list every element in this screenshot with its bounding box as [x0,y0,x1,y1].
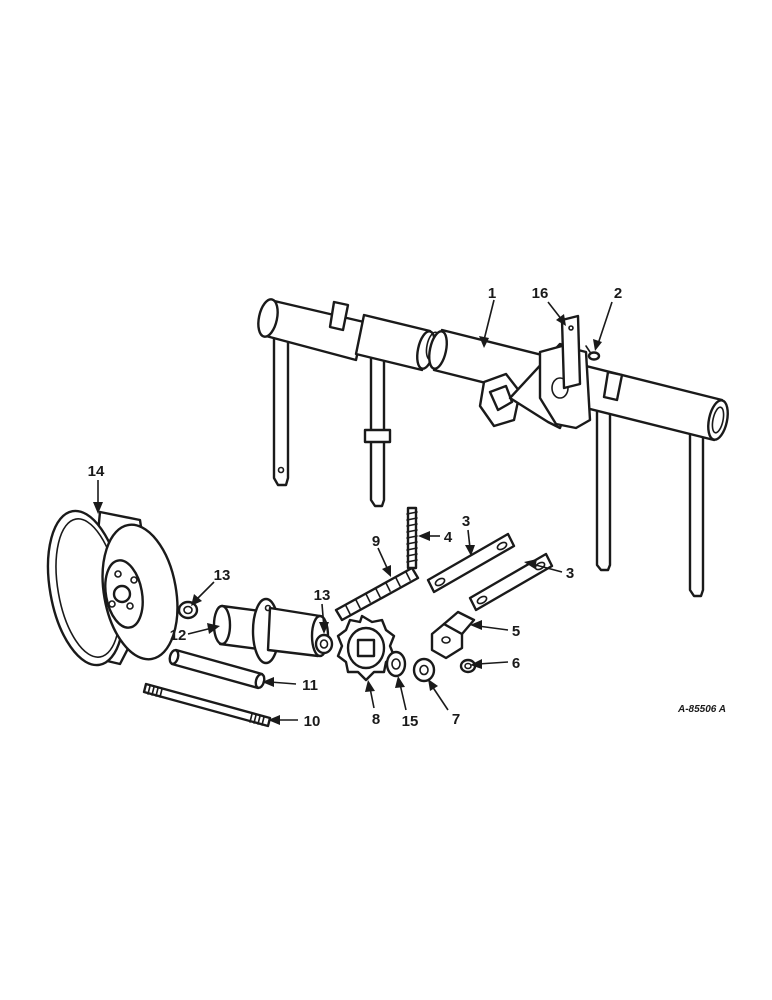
callout-9: 9 [372,533,380,550]
callout-11: 11 [302,677,318,694]
callout-14: 14 [88,463,105,480]
callout-5: 5 [512,623,520,640]
part-4-stud [406,506,418,570]
callout-labels: 1 16 2 14 13 12 13 11 10 9 4 3 3 5 6 8 1… [88,285,623,730]
callout-8: 8 [372,711,380,728]
part-7-washer [412,657,436,683]
callout-7: 7 [452,711,460,728]
callout-3-lower: 3 [566,565,574,582]
part-13-nut-right [314,633,334,655]
callout-6: 6 [512,655,520,672]
part-11-sleeve [168,648,266,690]
callout-3-upper: 3 [462,513,470,530]
callout-4: 4 [444,529,453,546]
part-13-nut-left [177,600,199,620]
part-3-strap-upper [426,532,516,594]
drawing-reference-code: A-85506 A [677,704,726,715]
part-10-threaded-rod [142,682,272,728]
callout-2: 2 [614,285,622,302]
callout-15: 15 [402,713,419,730]
part-5-bracket [430,610,476,660]
part-2-pin [585,345,601,361]
callout-10: 10 [304,713,321,730]
callout-13-right: 13 [314,587,331,604]
part-8-sprocket [336,614,396,682]
callout-12: 12 [170,627,187,644]
part-15-spacer [385,650,407,678]
callout-13-left: 13 [214,567,231,584]
part-16-plate [560,314,582,390]
part-14-wheel-rim [46,509,179,667]
leader-lines [93,299,613,725]
part-12-hub [212,597,330,665]
callout-16: 16 [532,285,549,302]
part-9-chain [334,566,420,622]
part-6-nut [459,658,477,674]
callout-1: 1 [488,285,496,302]
part-3-strap-lower [468,552,554,612]
